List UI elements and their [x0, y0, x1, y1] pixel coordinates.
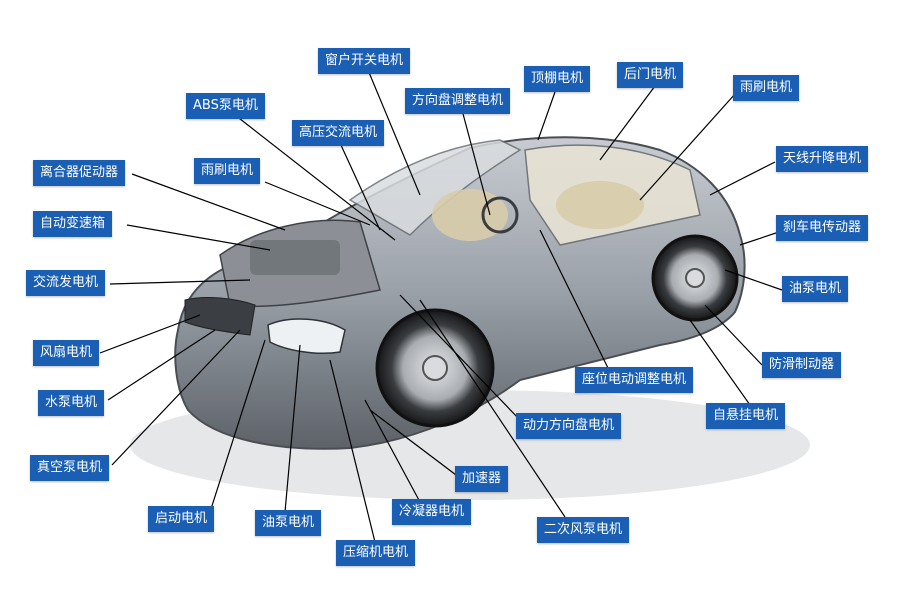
- label-water-pump-motor: 水泵电机: [38, 390, 105, 416]
- front-hub: [422, 355, 448, 381]
- label-sunroof-motor: 顶棚电机: [524, 66, 591, 92]
- rear-seat: [556, 181, 644, 229]
- label-clutch-actuator: 离合器促动器: [33, 160, 126, 186]
- label-auto-transmission: 自动变速箱: [33, 211, 113, 237]
- label-rear-fuel-pump: 油泵电机: [782, 276, 849, 302]
- leader-abs: [234, 114, 396, 241]
- leader-fuel-pump: [284, 344, 301, 513]
- leader-suspension: [689, 319, 751, 406]
- leader-seat: [539, 229, 609, 369]
- leader-compressor: [329, 359, 376, 543]
- leader-starter: [209, 339, 266, 513]
- engine-detail: [250, 240, 340, 275]
- leader-vacuum-pump: [111, 329, 241, 466]
- leader-window-motor: [367, 69, 421, 196]
- label-compressor-motor: 压缩机电机: [336, 540, 416, 566]
- leader-water-pump: [107, 329, 216, 401]
- leader-lines: [99, 69, 786, 543]
- leader-secondary-air: [419, 299, 566, 518]
- label-steering-adjust-motor: 方向盘调整电机: [405, 88, 511, 114]
- label-abs-pump-motor: ABS泵电机: [186, 93, 265, 119]
- label-front-wiper-motor: 雨刷电机: [194, 158, 261, 184]
- label-starter-motor: 启动电机: [148, 506, 215, 532]
- label-condenser-motor: 冷凝器电机: [392, 499, 472, 525]
- label-power-steering-motor: 动力方向盘电机: [516, 413, 622, 439]
- leader-rear-wiper: [639, 93, 736, 201]
- leader-antenna: [709, 161, 776, 196]
- label-hv-ac-motor: 高压交流电机: [292, 120, 385, 146]
- label-fan-motor: 风扇电机: [33, 340, 100, 366]
- leader-clutch: [131, 173, 286, 231]
- label-brake-actuator: 刹车电传动器: [776, 215, 869, 241]
- label-accelerator: 加速器: [455, 466, 509, 492]
- label-rear-door-motor: 后门电机: [617, 62, 684, 88]
- leader-condenser: [364, 399, 421, 503]
- leader-fan: [99, 314, 201, 354]
- label-antenna-motor: 天线升降电机: [776, 146, 869, 172]
- label-seat-motor: 座位电动调整电机: [575, 367, 694, 393]
- label-secondary-air-pump: 二次风泵电机: [537, 517, 630, 543]
- steering-wheel: [481, 196, 519, 234]
- label-window-motor: 窗户开关电机: [318, 48, 411, 74]
- leader-power-steering: [399, 294, 521, 421]
- front-seat: [432, 189, 508, 241]
- leader-accelerator: [369, 409, 461, 479]
- rear-hub: [685, 268, 705, 288]
- label-suspension-motor: 自悬挂电机: [706, 403, 786, 429]
- leader-transmission: [126, 224, 271, 251]
- leader-rear-fuel-pump: [724, 269, 783, 291]
- label-vacuum-pump-motor: 真空泵电机: [30, 455, 110, 481]
- label-alternator: 交流发电机: [26, 270, 106, 296]
- label-fuel-pump-motor: 油泵电机: [255, 510, 322, 536]
- leader-steering-adjust: [461, 109, 491, 216]
- leader-alternator: [109, 279, 251, 285]
- front-grille: [184, 297, 256, 336]
- leader-front-wiper: [264, 181, 371, 226]
- label-rear-wiper-motor: 雨刷电机: [733, 75, 800, 101]
- headlight: [267, 318, 346, 355]
- leader-hv-ac: [339, 142, 381, 231]
- leader-sunroof: [537, 91, 556, 141]
- leader-anti-skid: [704, 304, 763, 366]
- label-anti-skid: 防滑制动器: [762, 352, 842, 378]
- leader-rear-door: [599, 85, 656, 161]
